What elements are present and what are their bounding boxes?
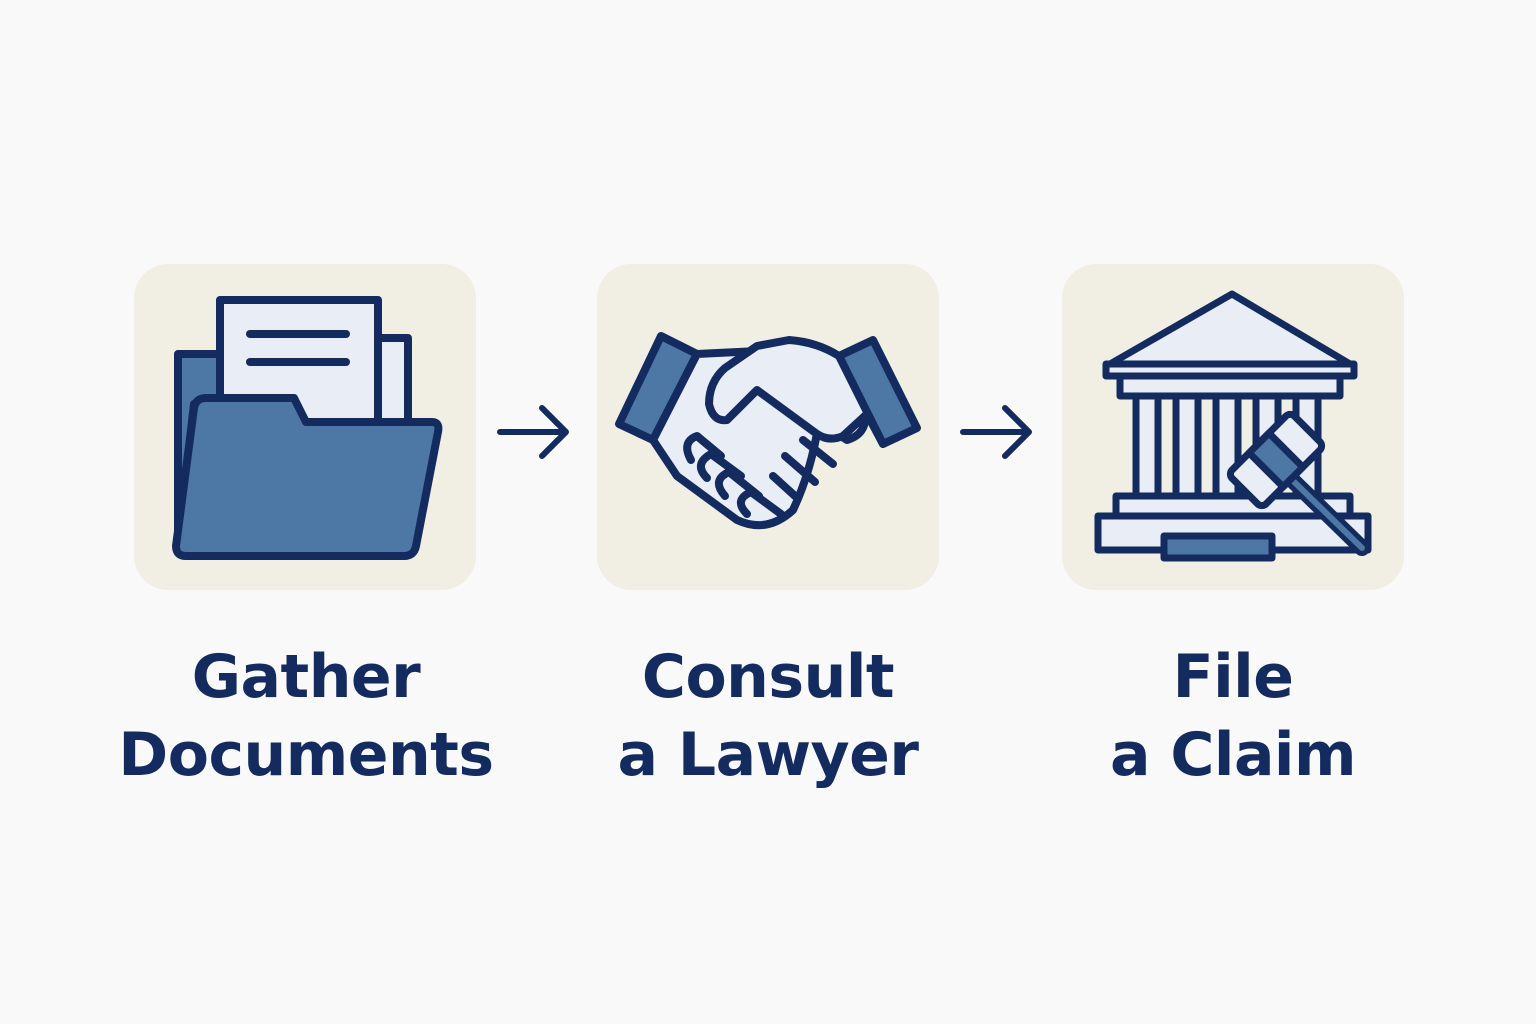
folder-with-documents-icon — [172, 296, 443, 560]
courthouse-gavel-icon — [1094, 290, 1372, 562]
step-3-label-line-1: File — [1172, 642, 1294, 712]
step-1-label-line-2: Documents — [118, 720, 494, 790]
step-2-icon-tile — [597, 264, 939, 590]
step-2-label-line-2: a Lawyer — [617, 720, 919, 790]
step-1-icon-tile — [134, 264, 476, 590]
step-3-label: File a Claim — [1003, 638, 1463, 794]
arrow-right-icon — [960, 405, 1032, 459]
step-1-label-line-1: Gather — [191, 642, 421, 712]
step-2-label-line-1: Consult — [641, 642, 895, 712]
step-3-icon-tile — [1062, 264, 1404, 590]
step-1-label: Gather Documents — [76, 638, 536, 794]
step-3-label-line-2: a Claim — [1109, 720, 1357, 790]
step-2-label: Consult a Lawyer — [538, 638, 998, 794]
arrow-right-icon — [497, 405, 569, 459]
handshake-icon — [615, 332, 921, 530]
